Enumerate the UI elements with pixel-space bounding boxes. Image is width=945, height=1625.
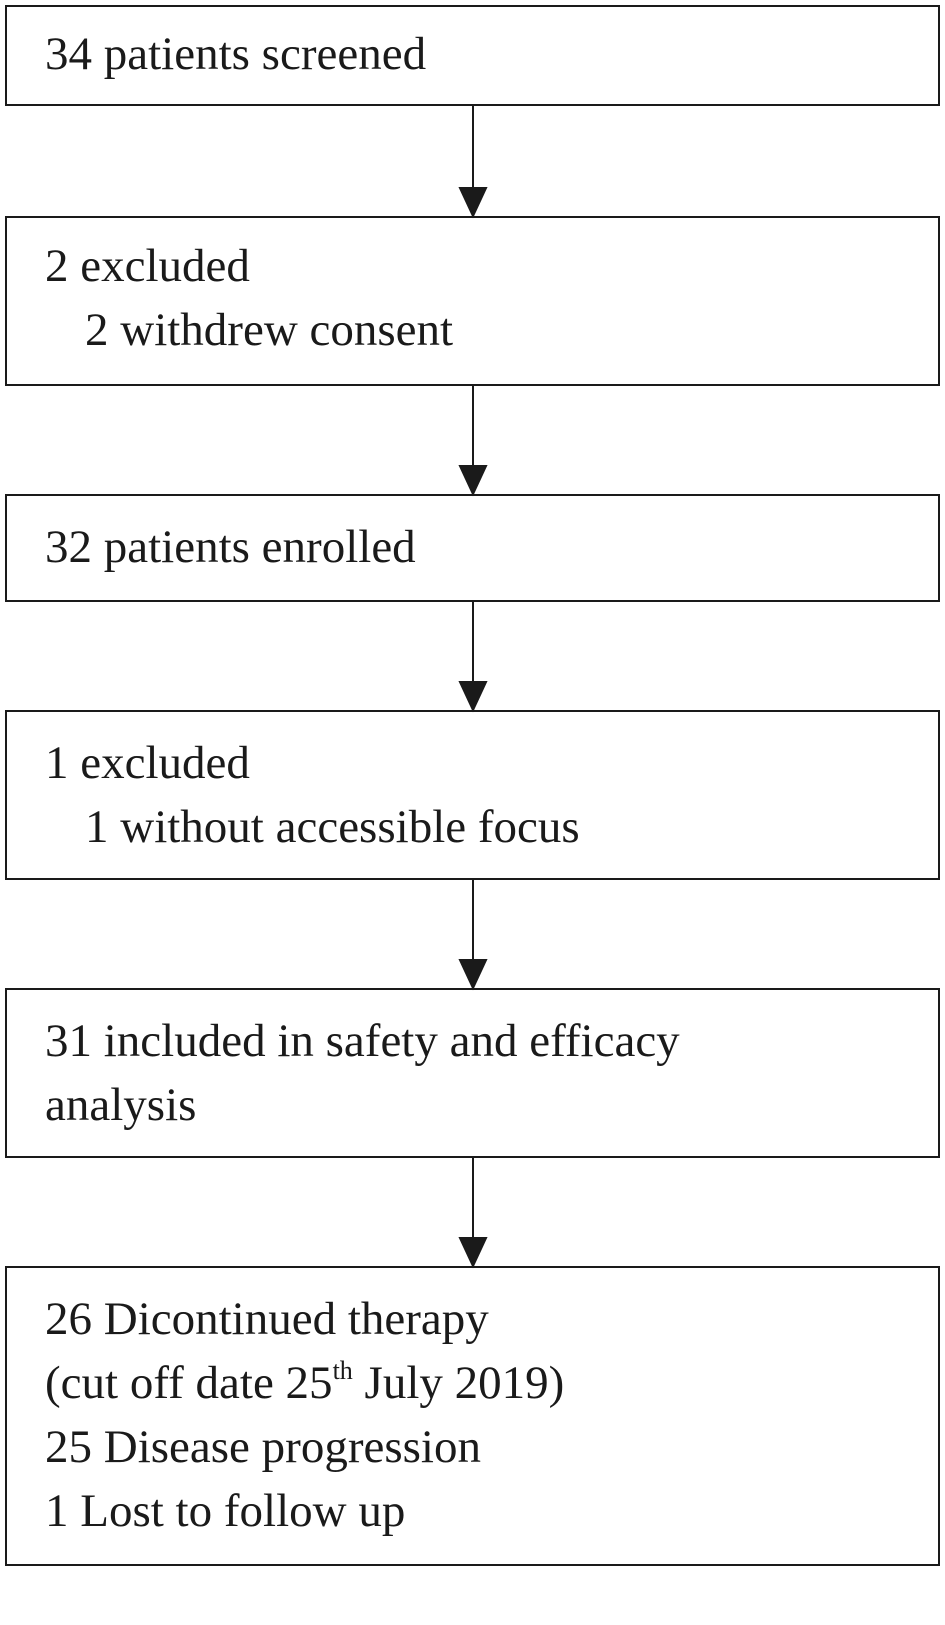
- arrow-4-head: [458, 959, 488, 991]
- discontinued-line-3: 25 Disease progression: [45, 1421, 481, 1473]
- arrow-1-head: [458, 187, 488, 219]
- cutoff-superscript: th: [332, 1356, 353, 1385]
- excluded-2-heading: 1 excluded: [45, 737, 250, 789]
- enrolled-text: 32 patients enrolled: [45, 521, 416, 573]
- cutoff-suffix: July 2019): [352, 1357, 565, 1409]
- excluded-1-heading: 2 excluded: [45, 240, 250, 292]
- screened-text: 34 patients screened: [45, 28, 427, 80]
- discontinued-line-4: 1 Lost to follow up: [45, 1485, 406, 1537]
- arrow-3-head: [458, 681, 488, 713]
- excluded-1-reason: 2 withdrew consent: [85, 304, 454, 356]
- cutoff-prefix: (cut off date 25: [45, 1357, 333, 1409]
- analysis-box: 31 included in safety and efficacy analy…: [5, 988, 940, 1158]
- screened-box: 34 patients screened: [5, 5, 940, 106]
- excluded-box-2: 1 excluded 1 without accessible focus: [5, 710, 940, 880]
- discontinued-box: 26 Dicontinued therapy (cut off date 25t…: [5, 1266, 940, 1566]
- arrow-5-head: [458, 1237, 488, 1269]
- arrow-2-head: [458, 465, 488, 497]
- enrolled-box: 32 patients enrolled: [5, 494, 940, 602]
- excluded-2-reason: 1 without accessible focus: [85, 801, 580, 853]
- discontinued-line-1: 26 Dicontinued therapy: [45, 1293, 489, 1345]
- analysis-line-1: 31 included in safety and efficacy: [45, 1015, 680, 1067]
- cutoff-date-line: (cut off date 25th July 2019): [45, 1356, 564, 1410]
- analysis-line-2: analysis: [45, 1079, 197, 1131]
- excluded-box-1: 2 excluded 2 withdrew consent: [5, 216, 940, 386]
